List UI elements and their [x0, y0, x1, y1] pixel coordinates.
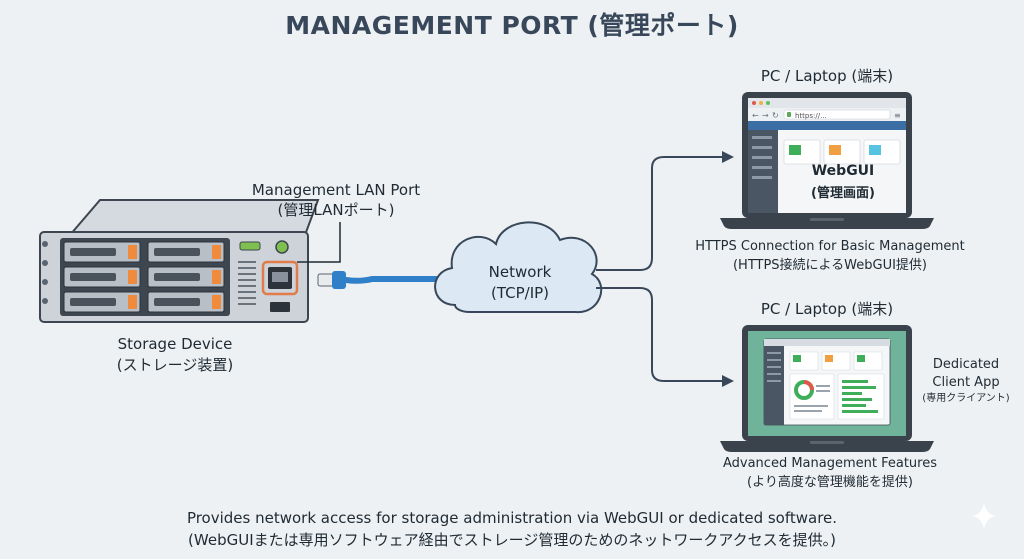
storage-device-label-jp: (ストレージ装置) — [116, 356, 234, 374]
lan-port-contacts — [272, 272, 288, 282]
tile-icon-cyan — [869, 145, 881, 155]
network-label: Network — [488, 263, 552, 281]
forward-icon: → — [762, 111, 769, 120]
back-icon: ← — [752, 111, 759, 120]
browser-titlebar — [748, 98, 906, 108]
sidebar-lines — [752, 136, 772, 179]
window-max-dot — [766, 101, 770, 105]
management-port-highlight — [261, 260, 299, 296]
webgui-screen-title: WebGUI — [811, 163, 875, 179]
pc-top-heading: PC / Laptop (端末) — [760, 67, 894, 85]
client-sidebar-lines — [767, 352, 781, 382]
drive-status-leds — [128, 245, 221, 309]
network-cloud — [434, 221, 603, 314]
rj45-plug — [317, 273, 335, 287]
mgmt-port-label: Management LAN Port — [251, 181, 421, 199]
webgui-screen-subtitle: (管理画面) — [811, 186, 875, 201]
lock-icon — [787, 112, 791, 117]
cable-line — [343, 276, 463, 284]
lan-cable — [317, 271, 463, 289]
laptop-base — [720, 441, 934, 452]
port-callout-line — [297, 222, 341, 263]
vent-grille — [238, 261, 256, 305]
laptop-hinge — [810, 441, 844, 444]
app-header-bar — [748, 121, 906, 130]
footer-caption: Provides network access for storage admi… — [186, 509, 838, 527]
tile-icon-green — [789, 145, 801, 155]
pc-top-caption-jp: (HTTPS接続によるWebGUI提供) — [732, 258, 928, 273]
drive-handles — [70, 248, 200, 306]
window-min-dot — [759, 101, 763, 105]
reload-icon: ↻ — [772, 111, 779, 120]
page-title: MANAGEMENT PORT (管理ポート) — [285, 11, 739, 40]
pc-top-caption: HTTPS Connection for Basic Management — [695, 239, 965, 254]
client-panel-lines — [794, 385, 830, 412]
client-sidebar — [764, 346, 784, 425]
laptop-hinge — [810, 218, 844, 221]
rack-screw — [42, 298, 48, 304]
client-titlebar — [764, 339, 890, 346]
client-bar-list — [842, 380, 878, 413]
connection-line-top — [596, 156, 732, 271]
cloud-shape — [434, 221, 603, 314]
client-panel — [837, 373, 885, 420]
network-protocol-label: (TCP/IP) — [490, 284, 550, 302]
tile-icon-orange — [829, 145, 841, 155]
cable-boot — [332, 271, 346, 289]
laptop-webgui: ← → ↻ https://... ≡ — [720, 92, 934, 229]
donut-chart-segment — [803, 380, 814, 391]
tile-icon-green — [857, 355, 865, 362]
arrowhead-bottom — [722, 375, 734, 387]
client-app-label-1: Dedicated — [932, 357, 1000, 372]
pc-bottom-caption: Advanced Management Features — [722, 456, 937, 471]
sparkle-icon — [972, 503, 996, 529]
secondary-port — [270, 302, 290, 312]
client-app-label-2: Client App — [932, 375, 1000, 390]
power-led — [275, 240, 289, 254]
rack-screw — [42, 241, 48, 247]
url-text: https://... — [795, 112, 827, 120]
pc-bottom-caption-jp: (より高度な管理機能を提供) — [747, 475, 913, 490]
tile-icon-green — [793, 355, 801, 362]
pc-bottom-heading: PC / Laptop (端末) — [760, 300, 894, 318]
storage-device-label: Storage Device — [117, 335, 233, 353]
mgmt-port-label-jp: (管理LANポート) — [277, 201, 395, 219]
address-bar — [783, 109, 891, 120]
footer-caption-jp: (WebGUIまたは専用ソフトウェア経由でストレージ管理のためのネットワークアク… — [188, 531, 836, 549]
rack-screw — [42, 279, 48, 285]
laptop-client-app — [720, 325, 934, 452]
laptop-base — [720, 218, 934, 229]
arrowhead-top — [722, 151, 734, 163]
client-app-label-jp: (専用クライアント) — [922, 393, 1010, 404]
rack-screw — [42, 260, 48, 266]
menu-icon: ≡ — [894, 111, 901, 120]
tile-icon-orange — [825, 355, 833, 362]
app-sidebar — [748, 130, 778, 213]
window-close-dot — [752, 101, 756, 105]
status-indicator — [239, 241, 261, 251]
storage-device — [39, 199, 320, 323]
connection-line-bottom — [596, 287, 732, 382]
